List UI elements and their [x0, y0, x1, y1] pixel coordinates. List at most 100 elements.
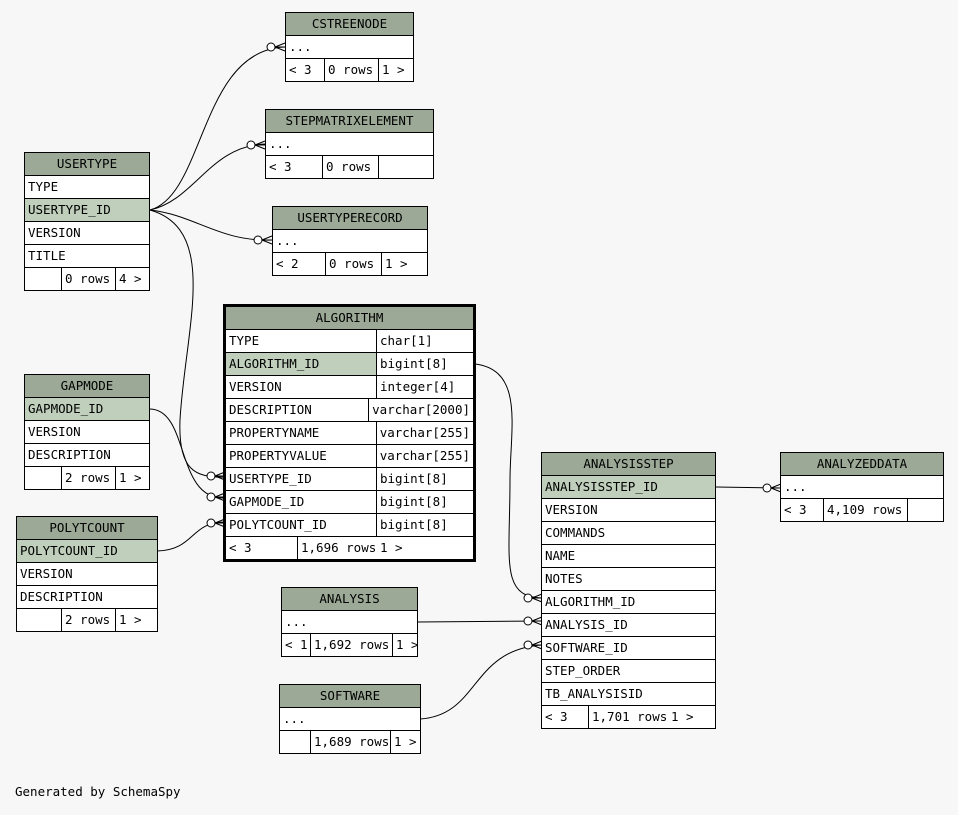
- children-count: [907, 499, 943, 521]
- table-polytcount[interactable]: POLYTCOUNT POLYTCOUNT_ID VERSION DESCRIP…: [16, 516, 158, 632]
- table-footer: < 3 1,701 rows 1 >: [542, 706, 715, 728]
- table-title: ANALYSISSTEP: [542, 453, 715, 476]
- table-footer: < 3 0 rows: [266, 156, 433, 178]
- edge-algorithm-usertype: [149, 209, 226, 478]
- column-row: TB_ANALYSISID: [542, 683, 715, 706]
- column-row: PROPERTYNAME varchar[255]: [226, 422, 473, 445]
- column-name: ALGORITHM_ID: [545, 594, 636, 609]
- column-row-primary-key: ALGORITHM_ID bigint[8]: [226, 353, 473, 376]
- column-type: integer[4]: [376, 376, 473, 398]
- edge-usertyperecord-usertype: [149, 209, 273, 241]
- table-title: CSTREENODE: [286, 13, 413, 36]
- column-row: ANALYSIS_ID: [542, 614, 715, 637]
- column-name: ...: [283, 711, 306, 726]
- column-row: VERSION integer[4]: [226, 376, 473, 399]
- column-name: ...: [276, 233, 299, 248]
- row-count: 2 rows: [61, 467, 115, 489]
- column-row: DESCRIPTION: [17, 586, 157, 609]
- table-analyzeddata[interactable]: ANALYZEDDATA ... < 3 4,109 rows: [780, 452, 944, 522]
- edge-algorithm-gapmode: [149, 408, 226, 499]
- table-footer: < 1 1,692 rows 1 >: [282, 634, 419, 656]
- table-title: GAPMODE: [25, 375, 149, 398]
- column-name: POLYTCOUNT_ID: [229, 517, 327, 532]
- column-name: PROPERTYNAME: [229, 425, 320, 440]
- column-name: NOTES: [545, 571, 583, 586]
- parents-count: [25, 467, 61, 489]
- column-name: DESCRIPTION: [229, 402, 312, 417]
- column-name: ...: [269, 136, 292, 151]
- column-row: ...: [280, 708, 420, 731]
- column-name: VERSION: [545, 502, 598, 517]
- parents-count: < 3: [269, 159, 292, 174]
- column-type: varchar[2000]: [368, 399, 473, 421]
- column-row: PROPERTYVALUE varchar[255]: [226, 445, 473, 468]
- column-type: varchar[255]: [375, 445, 473, 467]
- column-name: ANALYSISSTEP_ID: [545, 479, 658, 494]
- column-type: char[1]: [376, 330, 473, 352]
- children-count: 1 >: [671, 709, 694, 724]
- column-name: GAPMODE_ID: [229, 494, 305, 509]
- column-row: ...: [286, 36, 413, 59]
- children-count: 1 >: [381, 253, 427, 275]
- column-row: VERSION: [25, 222, 149, 245]
- table-cstreenode[interactable]: CSTREENODE ... < 3 0 rows 1 >: [285, 12, 414, 82]
- column-row: NAME: [542, 545, 715, 568]
- column-row: SOFTWARE_ID: [542, 637, 715, 660]
- column-name: POLYTCOUNT_ID: [20, 543, 118, 558]
- column-row: POLYTCOUNT_ID bigint[8]: [226, 514, 473, 537]
- column-name: ALGORITHM_ID: [226, 353, 376, 375]
- table-usertyperecord[interactable]: USERTYPERECORD ... < 2 0 rows 1 >: [272, 206, 428, 276]
- children-count: 1 >: [380, 540, 403, 555]
- table-title: ANALYZEDDATA: [781, 453, 943, 476]
- edge-algorithm-polytcount: [156, 521, 226, 552]
- children-count: 1 >: [115, 609, 157, 631]
- column-name: GAPMODE_ID: [28, 401, 104, 416]
- generated-by-label: Generated by SchemaSpy: [15, 784, 181, 799]
- parents-count: [25, 268, 61, 290]
- column-name: STEP_ORDER: [545, 663, 621, 678]
- column-row: COMMANDS: [542, 522, 715, 545]
- table-footer: < 3 1,696 rows 1 >: [226, 537, 473, 559]
- table-usertype[interactable]: USERTYPE TYPE USERTYPE_ID VERSION TITLE …: [24, 152, 150, 291]
- column-type: varchar[255]: [375, 422, 473, 444]
- column-row-primary-key: POLYTCOUNT_ID: [17, 540, 157, 563]
- column-row: ...: [273, 230, 427, 253]
- column-name: NAME: [545, 548, 576, 563]
- parents-count: < 3: [229, 540, 252, 555]
- edge-analysisstep-analysis: [416, 620, 543, 623]
- column-name: ...: [784, 479, 807, 494]
- column-name: PROPERTYVALUE: [229, 448, 327, 463]
- table-gapmode[interactable]: GAPMODE GAPMODE_ID VERSION DESCRIPTION 2…: [24, 374, 150, 490]
- column-row: ALGORITHM_ID: [542, 591, 715, 614]
- column-type: bigint[8]: [376, 491, 473, 513]
- crowfoot-markers: [206, 42, 782, 650]
- row-count: 0 rows: [324, 59, 378, 81]
- column-name: ...: [289, 39, 312, 54]
- table-analysis[interactable]: ANALYSIS ... < 1 1,692 rows 1 >: [281, 587, 419, 657]
- table-software[interactable]: SOFTWARE ... 1,689 rows 1 >: [279, 684, 421, 754]
- table-algorithm[interactable]: ALGORITHM TYPE char[1] ALGORITHM_ID bigi…: [223, 304, 476, 562]
- column-row: DESCRIPTION varchar[2000]: [226, 399, 473, 422]
- table-stepmatrixelement[interactable]: STEPMATRIXELEMENT ... < 3 0 rows: [265, 109, 434, 179]
- column-row: VERSION: [542, 499, 715, 522]
- column-name: TITLE: [28, 248, 66, 263]
- table-title: POLYTCOUNT: [17, 517, 157, 540]
- row-count: 0 rows: [61, 268, 115, 290]
- parents-count: [17, 609, 61, 631]
- column-row: DESCRIPTION: [25, 444, 149, 467]
- column-row-primary-key: GAPMODE_ID: [25, 398, 149, 421]
- column-type: bigint[8]: [376, 353, 473, 375]
- column-name: COMMANDS: [545, 525, 606, 540]
- column-name: SOFTWARE_ID: [545, 640, 628, 655]
- table-footer: 0 rows 4 >: [25, 268, 149, 290]
- column-name: VERSION: [28, 225, 81, 240]
- column-row: STEP_ORDER: [542, 660, 715, 683]
- column-name: VERSION: [229, 379, 282, 394]
- table-analysisstep[interactable]: ANALYSISSTEP ANALYSISSTEP_ID VERSION COM…: [541, 452, 716, 729]
- column-type: bigint[8]: [376, 468, 473, 490]
- parents-count: < 3: [289, 62, 312, 77]
- column-name: VERSION: [28, 424, 81, 439]
- children-count: 1 >: [378, 59, 413, 81]
- column-row: NOTES: [542, 568, 715, 591]
